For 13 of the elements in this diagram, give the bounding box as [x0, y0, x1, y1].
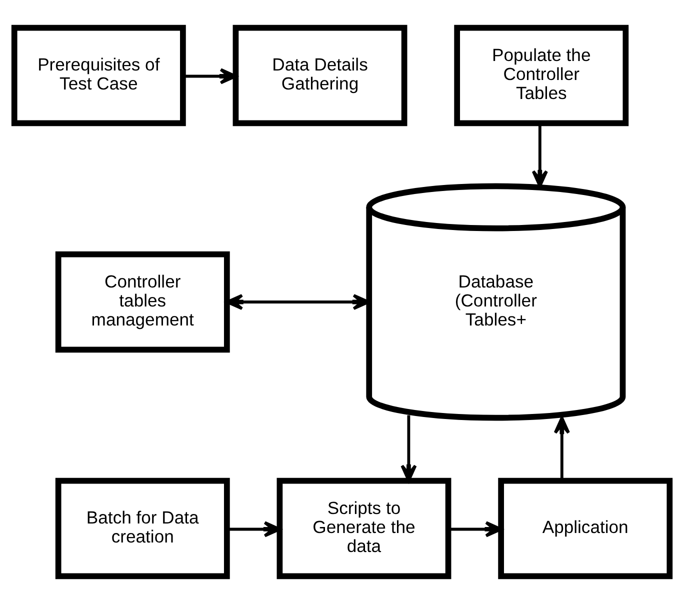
arrow [226, 521, 281, 538]
node-box: Data Details Gathering [232, 24, 408, 126]
arrow [554, 416, 570, 480]
node-box: Application [498, 478, 673, 580]
node-box: Scripts to Generate the data [276, 478, 452, 580]
arrow [182, 68, 238, 84]
node-box: Populate the Controller Tables [454, 24, 629, 126]
arrow [532, 124, 548, 188]
node-box: Batch for Data creation [55, 478, 230, 580]
arrow [448, 521, 502, 538]
arrow [400, 415, 417, 482]
node-box: Controller tables management [55, 251, 230, 353]
node-box: Prerequisites of Test Case [11, 24, 186, 126]
